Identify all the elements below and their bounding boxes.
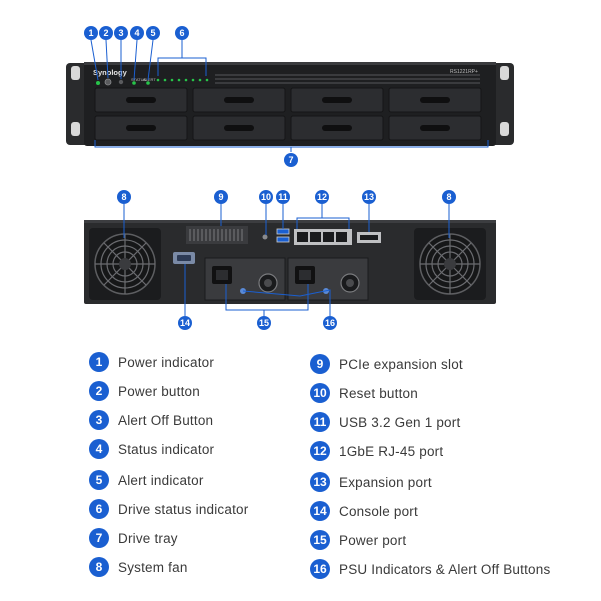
reset-button[interactable] xyxy=(262,234,268,240)
expansion-port[interactable] xyxy=(357,232,381,243)
svg-text:14: 14 xyxy=(180,318,190,328)
psu-left xyxy=(204,257,286,301)
callout-badge-5: 5 xyxy=(146,26,160,40)
drive-tray[interactable] xyxy=(94,87,188,113)
psu-right xyxy=(287,257,369,301)
svg-text:4: 4 xyxy=(134,28,139,38)
callout-badge-7: 7 xyxy=(284,153,298,167)
svg-text:8: 8 xyxy=(121,192,126,202)
status-button-label: STATUS xyxy=(131,77,147,82)
power-button[interactable] xyxy=(104,78,112,86)
svg-text:9: 9 xyxy=(218,192,223,202)
alert-off-button[interactable] xyxy=(118,79,124,85)
svg-text:6: 6 xyxy=(179,28,184,38)
brand-logo: Synology xyxy=(93,68,128,77)
svg-text:5: 5 xyxy=(150,28,155,38)
callout-badge-8-left: 8 xyxy=(117,190,131,204)
drive-tray[interactable] xyxy=(290,87,384,113)
front-leader-lines xyxy=(90,39,489,152)
callout-badge-4: 4 xyxy=(130,26,144,40)
svg-text:15: 15 xyxy=(259,318,269,328)
power-indicator xyxy=(96,81,100,85)
svg-text:13: 13 xyxy=(364,192,374,202)
model-label: RS1221RP+ xyxy=(450,69,478,75)
drive-trays xyxy=(94,87,482,141)
rear-leader-lines xyxy=(123,204,450,316)
drive-tray[interactable] xyxy=(388,87,482,113)
console-port[interactable] xyxy=(173,252,195,264)
front-panel: Synology RS1221RP+ STATUS ALERT xyxy=(66,62,514,146)
svg-text:7: 7 xyxy=(288,155,293,165)
drive-tray[interactable] xyxy=(290,115,384,141)
callout-badge-8-right: 8 xyxy=(442,190,456,204)
callout-badge-11: 11 xyxy=(276,190,290,204)
callout-badge-3: 3 xyxy=(114,26,128,40)
svg-text:8: 8 xyxy=(446,192,451,202)
svg-text:11: 11 xyxy=(278,192,288,202)
svg-text:12: 12 xyxy=(317,192,327,202)
callout-badge-14: 14 xyxy=(178,316,192,330)
callout-badge-2: 2 xyxy=(99,26,113,40)
callout-badge-10: 10 xyxy=(259,190,273,204)
pcie-expansion-slot xyxy=(186,226,248,244)
callout-badge-1: 1 xyxy=(84,26,98,40)
alert-indicator xyxy=(146,81,150,85)
drive-tray[interactable] xyxy=(192,115,286,141)
rear-panel xyxy=(84,220,496,304)
system-fan-left xyxy=(89,228,161,300)
callout-badge-15: 15 xyxy=(257,316,271,330)
drive-tray[interactable] xyxy=(94,115,188,141)
svg-text:16: 16 xyxy=(325,318,335,328)
svg-text:10: 10 xyxy=(261,192,271,202)
drive-status-indicators xyxy=(156,78,209,82)
drive-tray[interactable] xyxy=(388,115,482,141)
status-indicator xyxy=(132,81,136,85)
callout-badges: 1 2 3 4 5 6 7 8 9 10 11 12 13 8 14 15 16 xyxy=(84,26,456,330)
svg-text:3: 3 xyxy=(118,28,123,38)
svg-text:2: 2 xyxy=(103,28,108,38)
drive-tray[interactable] xyxy=(192,87,286,113)
rj45-ports[interactable] xyxy=(294,229,352,245)
alert-button-label: ALERT xyxy=(143,77,156,82)
svg-text:1: 1 xyxy=(88,28,93,38)
callout-badge-9: 9 xyxy=(214,190,228,204)
system-fan-right xyxy=(414,228,486,300)
callout-badge-12: 12 xyxy=(315,190,329,204)
callout-badge-6: 6 xyxy=(175,26,189,40)
callout-badge-16: 16 xyxy=(323,316,337,330)
callout-badge-13: 13 xyxy=(362,190,376,204)
